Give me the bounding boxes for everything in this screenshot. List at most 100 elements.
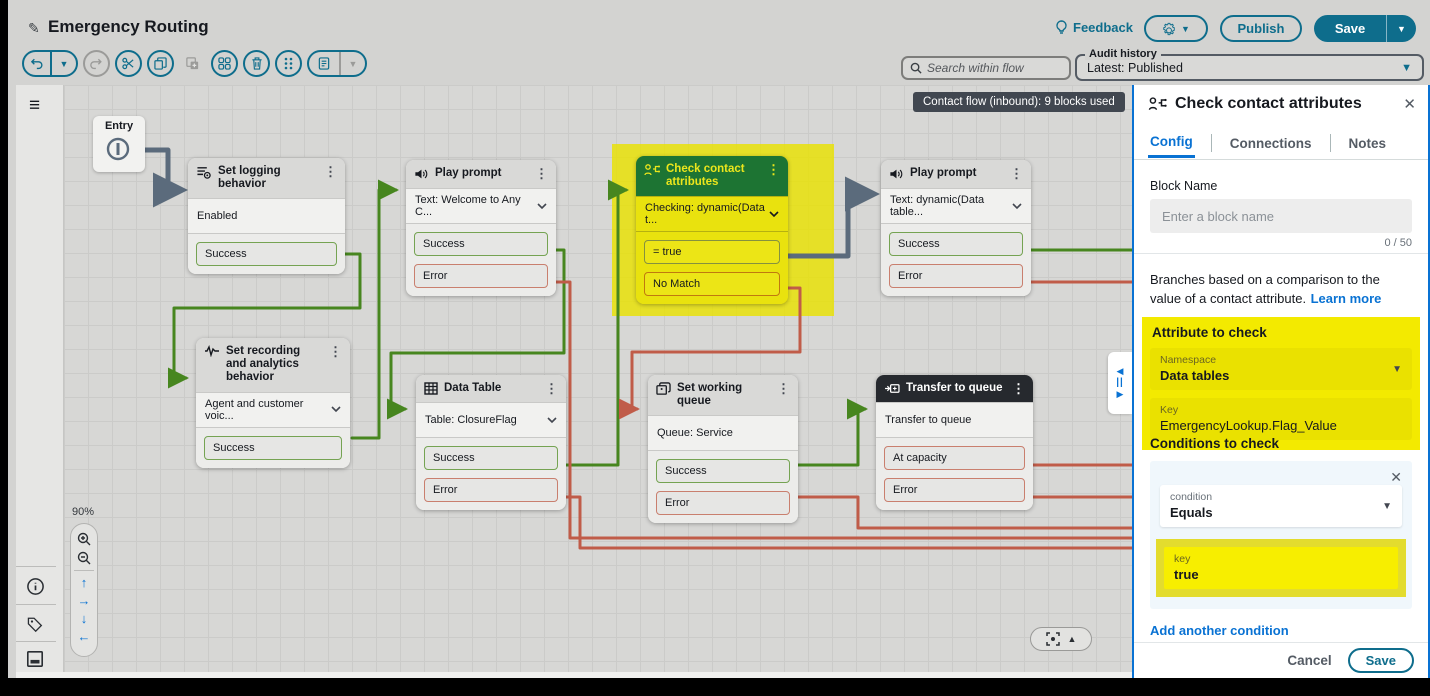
add-another-condition-link[interactable]: Add another condition [1150, 623, 1289, 638]
group-blocks-button[interactable] [211, 50, 238, 77]
block-set-working-queue[interactable]: Set working queue⋮ Queue: Service Succes… [648, 375, 798, 523]
audit-history-label: Audit history [1085, 48, 1161, 60]
block-menu-icon[interactable]: ⋮ [535, 167, 548, 180]
app-window: ✎ Emergency Routing Feedback ▼ Publish S… [8, 0, 1430, 678]
block-menu-icon[interactable]: ⋮ [767, 163, 780, 176]
port-success[interactable]: Success [414, 232, 548, 256]
tags-button[interactable] [26, 615, 46, 635]
remove-condition-icon[interactable]: ✕ [1390, 469, 1402, 486]
chevron-down-icon[interactable] [537, 203, 547, 210]
chevron-down-icon[interactable] [769, 211, 779, 218]
feedback-button[interactable]: Feedback [1056, 20, 1133, 35]
zoom-out-button[interactable] [74, 549, 94, 567]
block-menu-icon[interactable]: ⋮ [1012, 382, 1025, 395]
save-dropdown-button[interactable]: ▼ [1386, 15, 1416, 42]
drag-handle-button[interactable] [275, 50, 302, 77]
port-no-match[interactable]: No Match [644, 272, 780, 296]
condition-key-label: key [1174, 553, 1388, 565]
collapse-left-icon[interactable]: ◀ [1117, 367, 1124, 376]
namespace-select[interactable]: Namespace Data tables ▼ [1150, 348, 1412, 390]
save-button[interactable]: Save [1314, 15, 1386, 42]
condition-value: Equals [1170, 505, 1392, 520]
key-input[interactable]: Key EmergencyLookup.Flag_Value [1150, 398, 1412, 440]
audit-history-select[interactable]: Audit history Latest: Published ▼ [1075, 54, 1424, 81]
block-menu-icon[interactable]: ⋮ [329, 345, 342, 358]
block-name-input[interactable] [1150, 199, 1412, 233]
undo-dropdown-button[interactable]: ▼ [50, 52, 76, 75]
delete-button[interactable] [243, 50, 270, 77]
search-within-flow[interactable] [901, 56, 1071, 80]
block-transfer-to-queue[interactable]: Transfer to queue⋮ Transfer to queue At … [876, 375, 1033, 510]
notes-button[interactable] [309, 52, 339, 75]
fit-view-control[interactable]: ▲ [1030, 627, 1092, 651]
port-equals-true[interactable]: = true [644, 240, 780, 264]
panel-toggle-button[interactable] [26, 650, 46, 670]
cut-button[interactable] [115, 50, 142, 77]
conditions-section-title: Conditions to check [1150, 436, 1412, 451]
tabs-divider [1134, 159, 1428, 160]
block-play-prompt-2[interactable]: Play prompt⋮ Text: dynamic(Data table...… [881, 160, 1031, 296]
expand-right-icon[interactable]: ▶ [1117, 390, 1124, 399]
port-success[interactable]: Success [889, 232, 1023, 256]
analytics-waveform-icon [204, 345, 220, 357]
undo-button[interactable] [24, 52, 50, 75]
chevron-down-icon[interactable] [331, 406, 341, 413]
pan-right-button[interactable]: → [74, 592, 94, 609]
paste-button[interactable] [179, 50, 206, 77]
port-success[interactable]: Success [656, 459, 790, 483]
chevron-down-icon[interactable] [547, 417, 557, 424]
block-set-recording-analytics[interactable]: Set recording and analytics behavior⋮ Ag… [196, 338, 350, 468]
learn-more-link[interactable]: Learn more [1311, 291, 1382, 306]
entry-block[interactable]: Entry [93, 116, 145, 172]
info-icon [26, 577, 45, 596]
publish-button[interactable]: Publish [1220, 15, 1302, 42]
port-success[interactable]: Success [196, 242, 337, 266]
grid-icon [218, 57, 231, 70]
block-menu-icon[interactable]: ⋮ [777, 382, 790, 395]
cancel-button[interactable]: Cancel [1287, 653, 1331, 668]
pan-up-button[interactable]: ↑ [74, 574, 94, 591]
condition-select[interactable]: condition Equals ▼ [1160, 485, 1402, 527]
port-at-capacity[interactable]: At capacity [884, 446, 1025, 470]
condition-key-highlight: key true [1156, 539, 1406, 597]
canvas-menu-icon[interactable]: ≡ [29, 96, 40, 115]
copy-button[interactable] [147, 50, 174, 77]
block-menu-icon[interactable]: ⋮ [1010, 167, 1023, 180]
pan-left-button[interactable]: ← [74, 628, 94, 645]
port-error[interactable]: Error [424, 478, 558, 502]
divider [1134, 253, 1428, 254]
panel-save-button[interactable]: Save [1348, 648, 1414, 673]
notes-dropdown-button[interactable]: ▼ [339, 52, 365, 75]
block-menu-icon[interactable]: ⋮ [545, 382, 558, 395]
search-input[interactable] [927, 61, 1057, 75]
port-error[interactable]: Error [656, 491, 790, 515]
condition-key-input[interactable]: key true [1164, 547, 1398, 589]
tab-connections[interactable]: Connections [1228, 130, 1314, 157]
block-play-prompt-1[interactable]: Play prompt⋮ Text: Welcome to Any C... S… [406, 160, 556, 296]
edit-title-icon[interactable]: ✎ [28, 20, 40, 37]
panel-tabs: Config Connections Notes [1148, 127, 1428, 159]
block-set-logging-behavior[interactable]: Set logging behavior⋮ Enabled Success [188, 158, 345, 274]
attribute-to-check-section: Attribute to check Namespace Data tables… [1142, 317, 1420, 450]
divider [74, 570, 94, 571]
info-button[interactable] [26, 577, 46, 597]
tab-config[interactable]: Config [1148, 128, 1195, 158]
collapse-up-icon[interactable]: ▲ [1068, 634, 1077, 644]
zoom-in-button[interactable] [74, 530, 94, 548]
chevron-down-icon: ▼ [1382, 501, 1392, 512]
block-menu-icon[interactable]: ⋮ [324, 165, 337, 178]
port-success[interactable]: Success [204, 436, 342, 460]
settings-button[interactable]: ▼ [1144, 15, 1208, 42]
close-icon[interactable]: ✕ [1403, 95, 1416, 113]
port-error[interactable]: Error [884, 478, 1025, 502]
block-data-table[interactable]: Data Table⋮ Table: ClosureFlag Success E… [416, 375, 566, 510]
panel-resize-handle[interactable]: ◀ || ▶ [1108, 352, 1132, 414]
chevron-down-icon[interactable] [1012, 203, 1022, 210]
tab-notes[interactable]: Notes [1347, 130, 1389, 157]
port-error[interactable]: Error [414, 264, 548, 288]
port-error[interactable]: Error [889, 264, 1023, 288]
redo-button[interactable] [83, 50, 110, 77]
port-success[interactable]: Success [424, 446, 558, 470]
pan-down-button[interactable]: ↓ [74, 610, 94, 627]
block-check-contact-attributes[interactable]: Check contact attributes⋮ Checking: dyna… [636, 156, 788, 304]
